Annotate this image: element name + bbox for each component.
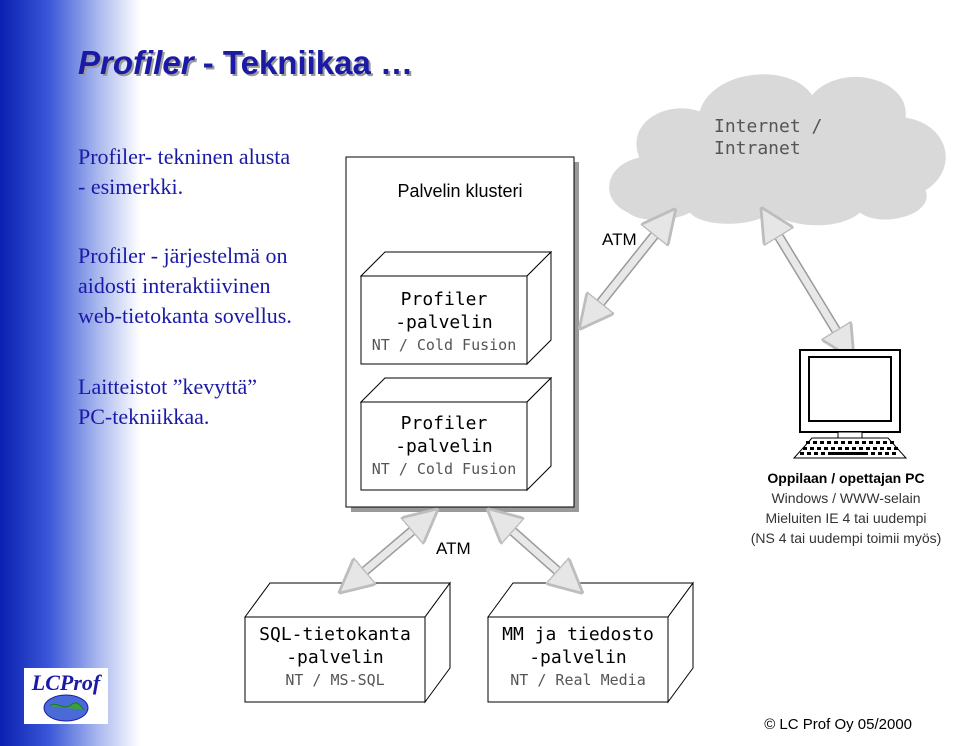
cloud-label: Internet /Intranet: [714, 116, 823, 159]
page-title: Profiler - Tekniikaa …: [78, 44, 414, 81]
copyright: © LC Prof Oy 05/2000: [764, 716, 912, 733]
sql-server-label: SQL-tietokanta-palvelin NT / MS-SQL: [259, 624, 411, 689]
server-2-label: Profiler-palvelin NT / Cold Fusion: [371, 413, 517, 478]
lcprof-logo: LCProf: [24, 668, 108, 724]
atm-label-bottom: ATM: [436, 539, 471, 558]
cluster-label: Palvelin klusteri: [397, 181, 523, 201]
server-profiler-2: [359, 376, 553, 492]
bullet-hardware: Laitteistot ”kevyttä” PC-tekniikkaa.: [78, 374, 257, 429]
mm-server-label: MM ja tiedosto-palvelin NT / Real Media: [502, 624, 654, 689]
atm-label-top: ATM: [602, 230, 637, 249]
pc-label: Oppilaan / opettajan PC Windows / WWW-se…: [750, 470, 942, 546]
internet-cloud: [609, 74, 946, 226]
arrow-cloud-pc: [770, 222, 845, 345]
server-sql: [244, 581, 451, 704]
svg-text:LCProf: LCProf: [31, 670, 103, 695]
arrow-cluster-mm: [500, 520, 570, 582]
bullet-interactive: Profiler - järjestelmä on aidosti intera…: [78, 243, 292, 328]
server-profiler-1: [359, 250, 553, 366]
arrow-cluster-sql: [352, 520, 425, 582]
server-1-label: Profiler-palvelin NT / Cold Fusion: [371, 289, 517, 354]
left-gradient-band: [0, 0, 140, 746]
bullet-platform: Profiler- tekninen alusta - esimerkki.: [78, 144, 291, 199]
computer-icon: [792, 349, 908, 459]
arrow-cluster-cloud: [590, 222, 665, 316]
